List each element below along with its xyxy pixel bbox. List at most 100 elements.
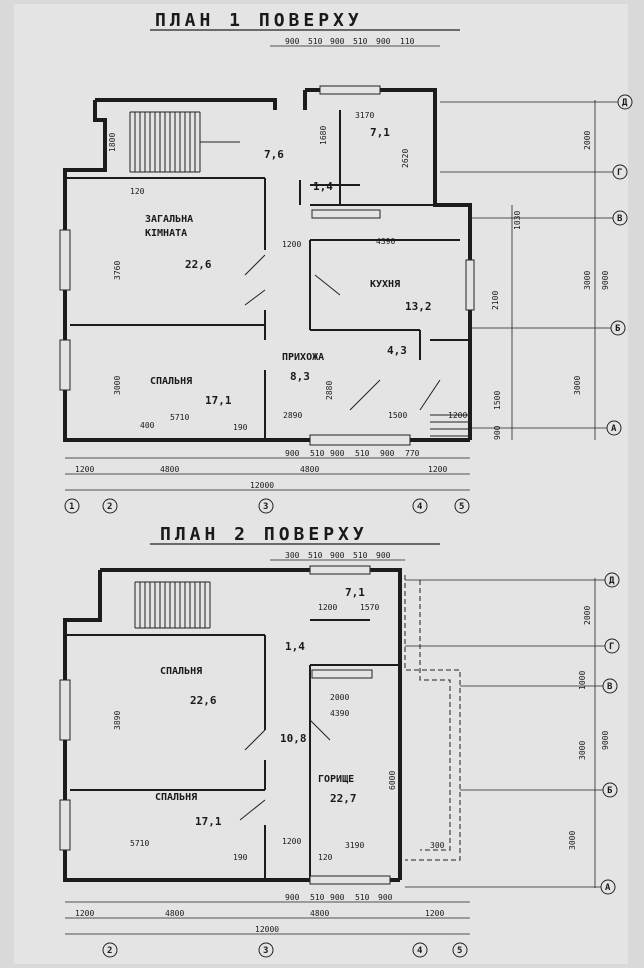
small-area: 1,4 [313,180,333,193]
svg-text:510: 510 [310,449,325,458]
plan-1: ПЛАН 1 ПОВЕРХУ [59,10,633,514]
small-area: 10,8 [280,732,307,745]
svg-text:3170: 3170 [355,111,374,120]
svg-text:2890: 2890 [283,411,302,420]
svg-text:1570: 1570 [360,603,379,612]
room-bedroom-name: СПАЛЬНЯ [150,376,192,387]
svg-text:Г: Г [609,642,614,652]
svg-text:4800: 4800 [300,465,319,474]
svg-text:1200: 1200 [448,411,467,420]
svg-text:1200: 1200 [75,465,94,474]
room-bedroom-2a-name: СПАЛЬНЯ [160,666,202,677]
svg-text:3760: 3760 [113,261,122,280]
svg-text:1200: 1200 [428,465,447,474]
plan-1-right-dimensions: 2000 1030 3000 1500 900 9000 3000 [493,100,610,440]
svg-text:510: 510 [310,893,325,902]
svg-text:300: 300 [285,551,300,560]
svg-text:510: 510 [353,37,368,46]
svg-text:5710: 5710 [130,839,149,848]
svg-text:4: 4 [417,502,423,512]
plan-1-top-dimensions: 900 510 900 510 900 110 [270,37,440,47]
svg-text:9000: 9000 [601,271,610,290]
svg-text:1680: 1680 [319,126,328,145]
svg-text:1200: 1200 [282,240,301,249]
svg-text:400: 400 [140,421,155,430]
room-kitchen-area: 13,2 [405,300,432,313]
plan-1-bottom-dimensions: 900 510 900 510 900 770 1200 4800 4800 1… [65,449,470,491]
plan-2-windows [59,565,391,885]
svg-text:4: 4 [417,946,423,956]
svg-text:190: 190 [233,853,248,862]
svg-text:510: 510 [355,449,370,458]
room-bedroom-area: 17,1 [205,394,232,407]
svg-text:3: 3 [263,946,268,956]
svg-text:1000: 1000 [578,671,587,690]
svg-text:Б: Б [607,786,613,796]
svg-text:900: 900 [376,551,391,560]
svg-text:900: 900 [285,449,300,458]
plan-2-staircase [134,581,211,629]
svg-text:3000: 3000 [113,376,122,395]
svg-text:900: 900 [330,893,345,902]
svg-text:3890: 3890 [113,711,122,730]
svg-text:2880: 2880 [325,381,334,400]
room-living-name2: КІМНАТА [145,228,187,239]
svg-text:900: 900 [330,551,345,560]
svg-text:Д: Д [622,98,628,108]
svg-text:3000: 3000 [573,376,582,395]
svg-text:1200: 1200 [75,909,94,918]
svg-text:12000: 12000 [250,481,274,490]
plan-2-axis-labels: 2 3 4 5 Д Г В Б А [107,576,615,956]
room-attic-area: 22,7 [330,792,357,805]
svg-text:510: 510 [308,37,323,46]
svg-text:510: 510 [353,551,368,560]
svg-text:4800: 4800 [310,909,329,918]
plan-2-doors [239,719,331,821]
svg-text:1200: 1200 [282,837,301,846]
svg-text:5: 5 [457,946,462,956]
svg-text:5710: 5710 [170,413,189,422]
plan-1-title: ПЛАН 1 ПОВЕРХУ [155,10,363,31]
svg-text:770: 770 [405,449,420,458]
svg-text:4800: 4800 [165,909,184,918]
svg-text:510: 510 [308,551,323,560]
svg-text:6000: 6000 [388,771,397,790]
svg-text:А: А [611,424,617,434]
plan-2: ПЛАН 2 ПОВЕРХУ [59,524,620,958]
room-bedroom-2b-area: 17,1 [195,815,222,828]
svg-text:А: А [605,883,611,893]
plan-1-axis-labels: 1 2 3 4 5 Д Г В Б А [69,98,628,512]
svg-text:2000: 2000 [583,606,592,625]
svg-text:В: В [607,682,613,692]
svg-text:2000: 2000 [330,693,349,702]
plan-2-inner-walls [65,619,400,880]
plan-1-windows [59,85,475,446]
plan-2-right-dimensions: 2000 1000 3000 9000 3000 [568,578,610,888]
plan-1-inner-walls [65,110,470,440]
svg-text:1200: 1200 [425,909,444,918]
svg-text:900: 900 [378,893,393,902]
svg-text:Г: Г [617,168,622,178]
plan-1-inner-dimensions: 1800 3760 3000 5710 190 2890 1500 1200 3… [108,111,500,432]
svg-text:1500: 1500 [388,411,407,420]
svg-text:120: 120 [318,853,333,862]
svg-text:1: 1 [69,502,74,512]
small-area: 7,1 [345,586,365,599]
svg-text:3190: 3190 [345,841,364,850]
plan-2-bottom-dimensions: 900 510 900 510 900 1200 4800 4800 1200 … [65,893,470,935]
plan-1-doors [244,254,441,411]
svg-text:900: 900 [285,893,300,902]
svg-text:4800: 4800 [160,465,179,474]
plan-1-staircase [129,111,240,173]
small-area: 4,3 [387,344,407,357]
svg-text:510: 510 [355,893,370,902]
svg-text:1200: 1200 [318,603,337,612]
plan-2-inner-dimensions: 1200 1570 2000 4390 3890 5710 1200 3190 … [113,603,445,862]
svg-text:120: 120 [130,187,145,196]
svg-text:900: 900 [285,37,300,46]
plan-2-roof-outline [404,575,461,861]
room-attic-name: ГОРИЩЕ [318,774,354,785]
svg-text:3000: 3000 [583,271,592,290]
svg-text:300: 300 [430,841,445,850]
room-bedroom-2a-area: 22,6 [190,694,217,707]
